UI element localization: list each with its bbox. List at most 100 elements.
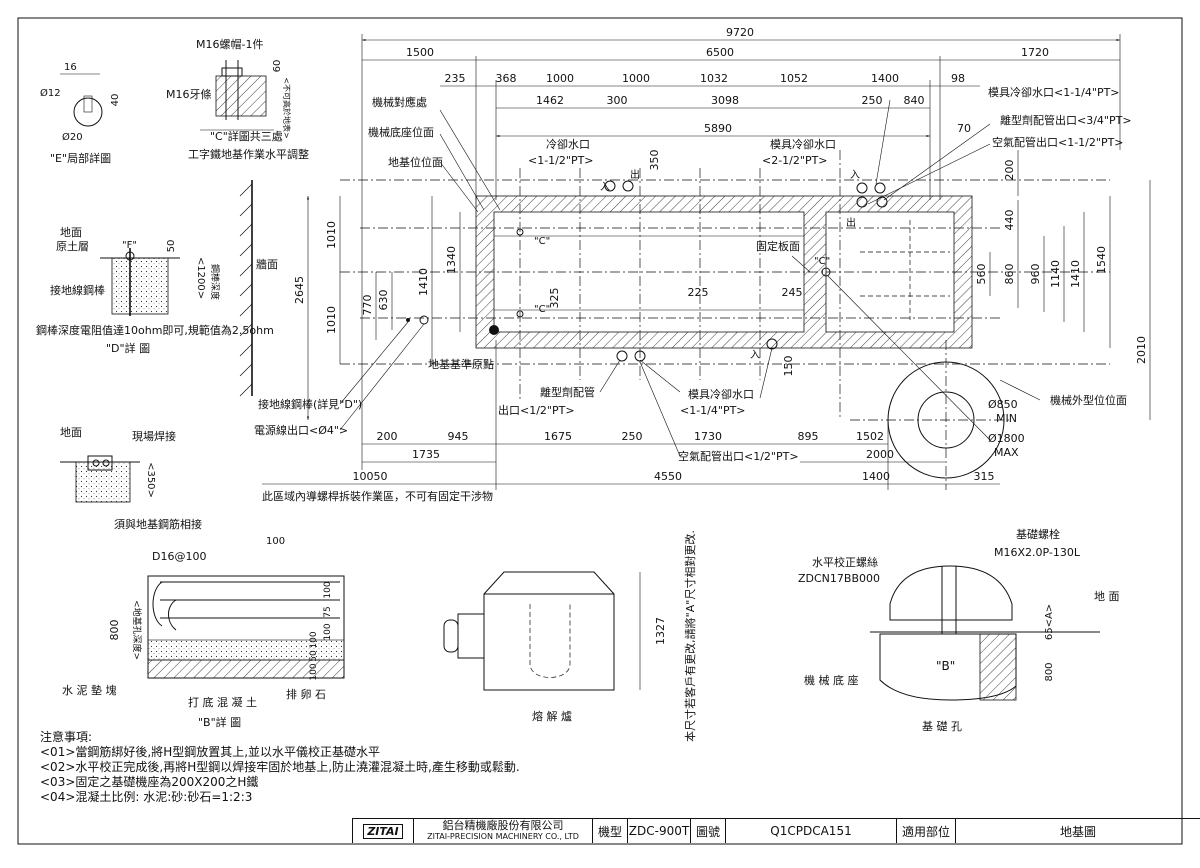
b-cement: 水 泥 墊 塊	[62, 683, 117, 697]
hole-ground: 地 面	[1094, 590, 1120, 603]
label-machine-outline: 機械外型位位面	[1050, 393, 1127, 407]
b-title: "B"詳 圖	[198, 715, 241, 729]
b-d800: 800	[108, 620, 121, 641]
dim-bot-1502: 1502	[856, 430, 884, 443]
part-value: 地基圖	[956, 819, 1200, 843]
dim-2-4: 1000	[622, 72, 650, 85]
label-release-pipe-size: 出口<1/2"PT>	[498, 403, 575, 417]
detail-f: 地面 現場焊接 <350> 須與地基鋼筋相接	[60, 426, 202, 531]
dim-left-1340: 1340	[445, 246, 458, 274]
label-wall: 牆面	[256, 257, 278, 271]
dim-70: 70	[957, 122, 971, 135]
dim-2-1: 235	[445, 72, 466, 85]
b-rebar: D16@100	[152, 550, 206, 563]
hole-b-mark: "B"	[936, 659, 955, 673]
c-bolt: M16牙條	[166, 87, 212, 101]
b-layer-4: 100	[309, 631, 319, 648]
detail-b: D16@100 100 800 <地基孔深度> 100 75 100 100 5…	[62, 536, 345, 729]
label-c-mark-2: "C"	[534, 304, 550, 315]
label-mold-cool-bottom-size: <1-1/4"PT>	[680, 404, 746, 417]
label-power-out: 電源線出口<Ø4">	[254, 423, 348, 437]
dim-top-2: 6500	[706, 46, 734, 59]
model-label: 機型	[593, 819, 628, 843]
b-depth: <地基孔深度>	[131, 600, 143, 660]
dim-bot-1675: 1675	[544, 430, 572, 443]
dim-right-200: 200	[1003, 160, 1016, 181]
furnace-note: 本尺寸若客戶有更改,請將"A"尺寸相對更改.	[683, 530, 697, 742]
label-inlet-3: 入	[750, 350, 760, 361]
dim-3-4: 250	[862, 94, 883, 107]
label-c-mark-3: "C"	[814, 256, 830, 267]
dim-325: 325	[548, 288, 561, 309]
label-inlet-2: 入	[850, 170, 860, 181]
dim-bot-10050: 10050	[353, 470, 388, 483]
dim-bot-1400: 1400	[862, 470, 890, 483]
d-d50: 50	[166, 240, 177, 253]
dim-350: 350	[648, 150, 661, 171]
label-machine-contact: 機械對應處	[372, 95, 427, 109]
hole-level-code: ZDCN17BB000	[798, 572, 880, 585]
b-d100: 100	[266, 536, 285, 547]
dim-3-1: 1462	[536, 94, 564, 107]
d-depth: <1200>	[195, 257, 206, 299]
label-c-mark-1: "C"	[534, 236, 550, 247]
d-soil: 原土層	[56, 240, 89, 253]
dim-right-960: 960	[1029, 264, 1042, 285]
dim-245: 245	[782, 286, 803, 299]
label-machine-base: 機械底座位面	[368, 125, 434, 139]
dim-bot-2000: 2000	[866, 448, 894, 461]
note-item-3: <03>固定之基礎機座為200X200之H鐵	[40, 775, 259, 789]
dim-left-1410: 1410	[417, 268, 430, 296]
label-datum: 地基基準原點	[428, 357, 494, 371]
c-title: 工字鐵地基作業水平調整	[188, 147, 309, 161]
hole-bolt-label: 基礎螺栓	[1016, 527, 1060, 541]
right-dimensions: 200 440 560 860 960 1140 1410 1540 2010	[975, 150, 1151, 420]
label-diam-max: Ø1800	[988, 432, 1025, 445]
hole-level-label: 水平校正螺絲	[812, 555, 878, 569]
label-air-right: 空氣配管出口<1-1/2"PT>	[992, 135, 1124, 149]
label-air-bottom: 空氣配管出口<1/2"PT>	[678, 449, 799, 463]
dim-total: 9720	[726, 26, 754, 39]
d-note: 鋼棒深度電阻值達10ohm即可,規範值為2.5ohm	[36, 323, 274, 337]
hole-title: 基 礎 孔	[922, 720, 962, 733]
e-d12: Ø12	[40, 87, 61, 99]
e-d16: 16	[64, 62, 77, 73]
d-rod: 接地線鋼棒	[50, 283, 105, 297]
label-ground-rod: 接地線鋼棒(詳見"D")	[258, 397, 362, 411]
label-mold-cool-top: 模具冷卻水口	[770, 138, 836, 151]
plan-labels: 機械對應處 機械底座位面 地基位位面 冷卻水口 <1-1/2"PT> 入 出 模…	[254, 86, 1132, 503]
top-dimensions: 9720 1500 6500 1720 235 368 1000 1000 10…	[361, 26, 1121, 470]
main-plan	[239, 99, 1110, 490]
f-d350: <350>	[145, 462, 156, 498]
dim-150: 150	[782, 356, 795, 377]
hole-base: 機 械 底 座	[804, 673, 859, 687]
dim-3-2: 300	[607, 94, 628, 107]
label-foundation-pos: 地基位位面	[388, 155, 443, 169]
label-diam-min: Ø850	[988, 398, 1018, 411]
e-d40: 40	[110, 94, 121, 107]
d-ground: 地面	[60, 226, 82, 239]
label-mold-cool-top-size: <2-1/2"PT>	[762, 154, 828, 167]
inner-dimensions: 350 325 225 245 150	[548, 150, 803, 377]
detail-c: M16螺帽-1件 M16牙條 60 <不可高於地表> "C"詳圖共三處 工字鐵地…	[166, 38, 309, 161]
b-layer-2: 75	[323, 606, 333, 617]
dim-right-1540: 1540	[1095, 246, 1108, 274]
note-item-2: <02>水平校正完成後,再將H型鋼以焊接牢固於地基上,防止澆灌混凝土時,產生移動…	[40, 760, 520, 774]
b-layer-3: 100	[323, 623, 333, 640]
dim-left-1010a: 1010	[325, 221, 338, 249]
left-dimensions: 2645 1010 1010 1410 1340 770 630	[293, 196, 461, 420]
drawing-label: 圖號	[691, 819, 726, 843]
b-layer-6: 100	[309, 663, 319, 680]
dim-bot-1735: 1735	[412, 448, 440, 461]
dim-bot-315: 315	[974, 470, 995, 483]
label-cool-water: 冷卻水口	[546, 138, 590, 151]
dim-left-630: 630	[377, 290, 390, 311]
label-cool-water-size: <1-1/2"PT>	[528, 154, 594, 167]
e-title: "E"局部詳圖	[50, 151, 111, 165]
title-block: ZITAI 鋁台精機廠股份有限公司 ZITAI-PRECISION MACHIN…	[352, 818, 1200, 843]
b-concrete: 打 底 混 凝 土	[188, 695, 257, 709]
dim-left-770: 770	[361, 295, 374, 316]
e-d20: Ø20	[62, 131, 83, 143]
furnace-1327: 1327	[654, 617, 667, 645]
b-stone: 排 卵 石	[286, 687, 326, 701]
